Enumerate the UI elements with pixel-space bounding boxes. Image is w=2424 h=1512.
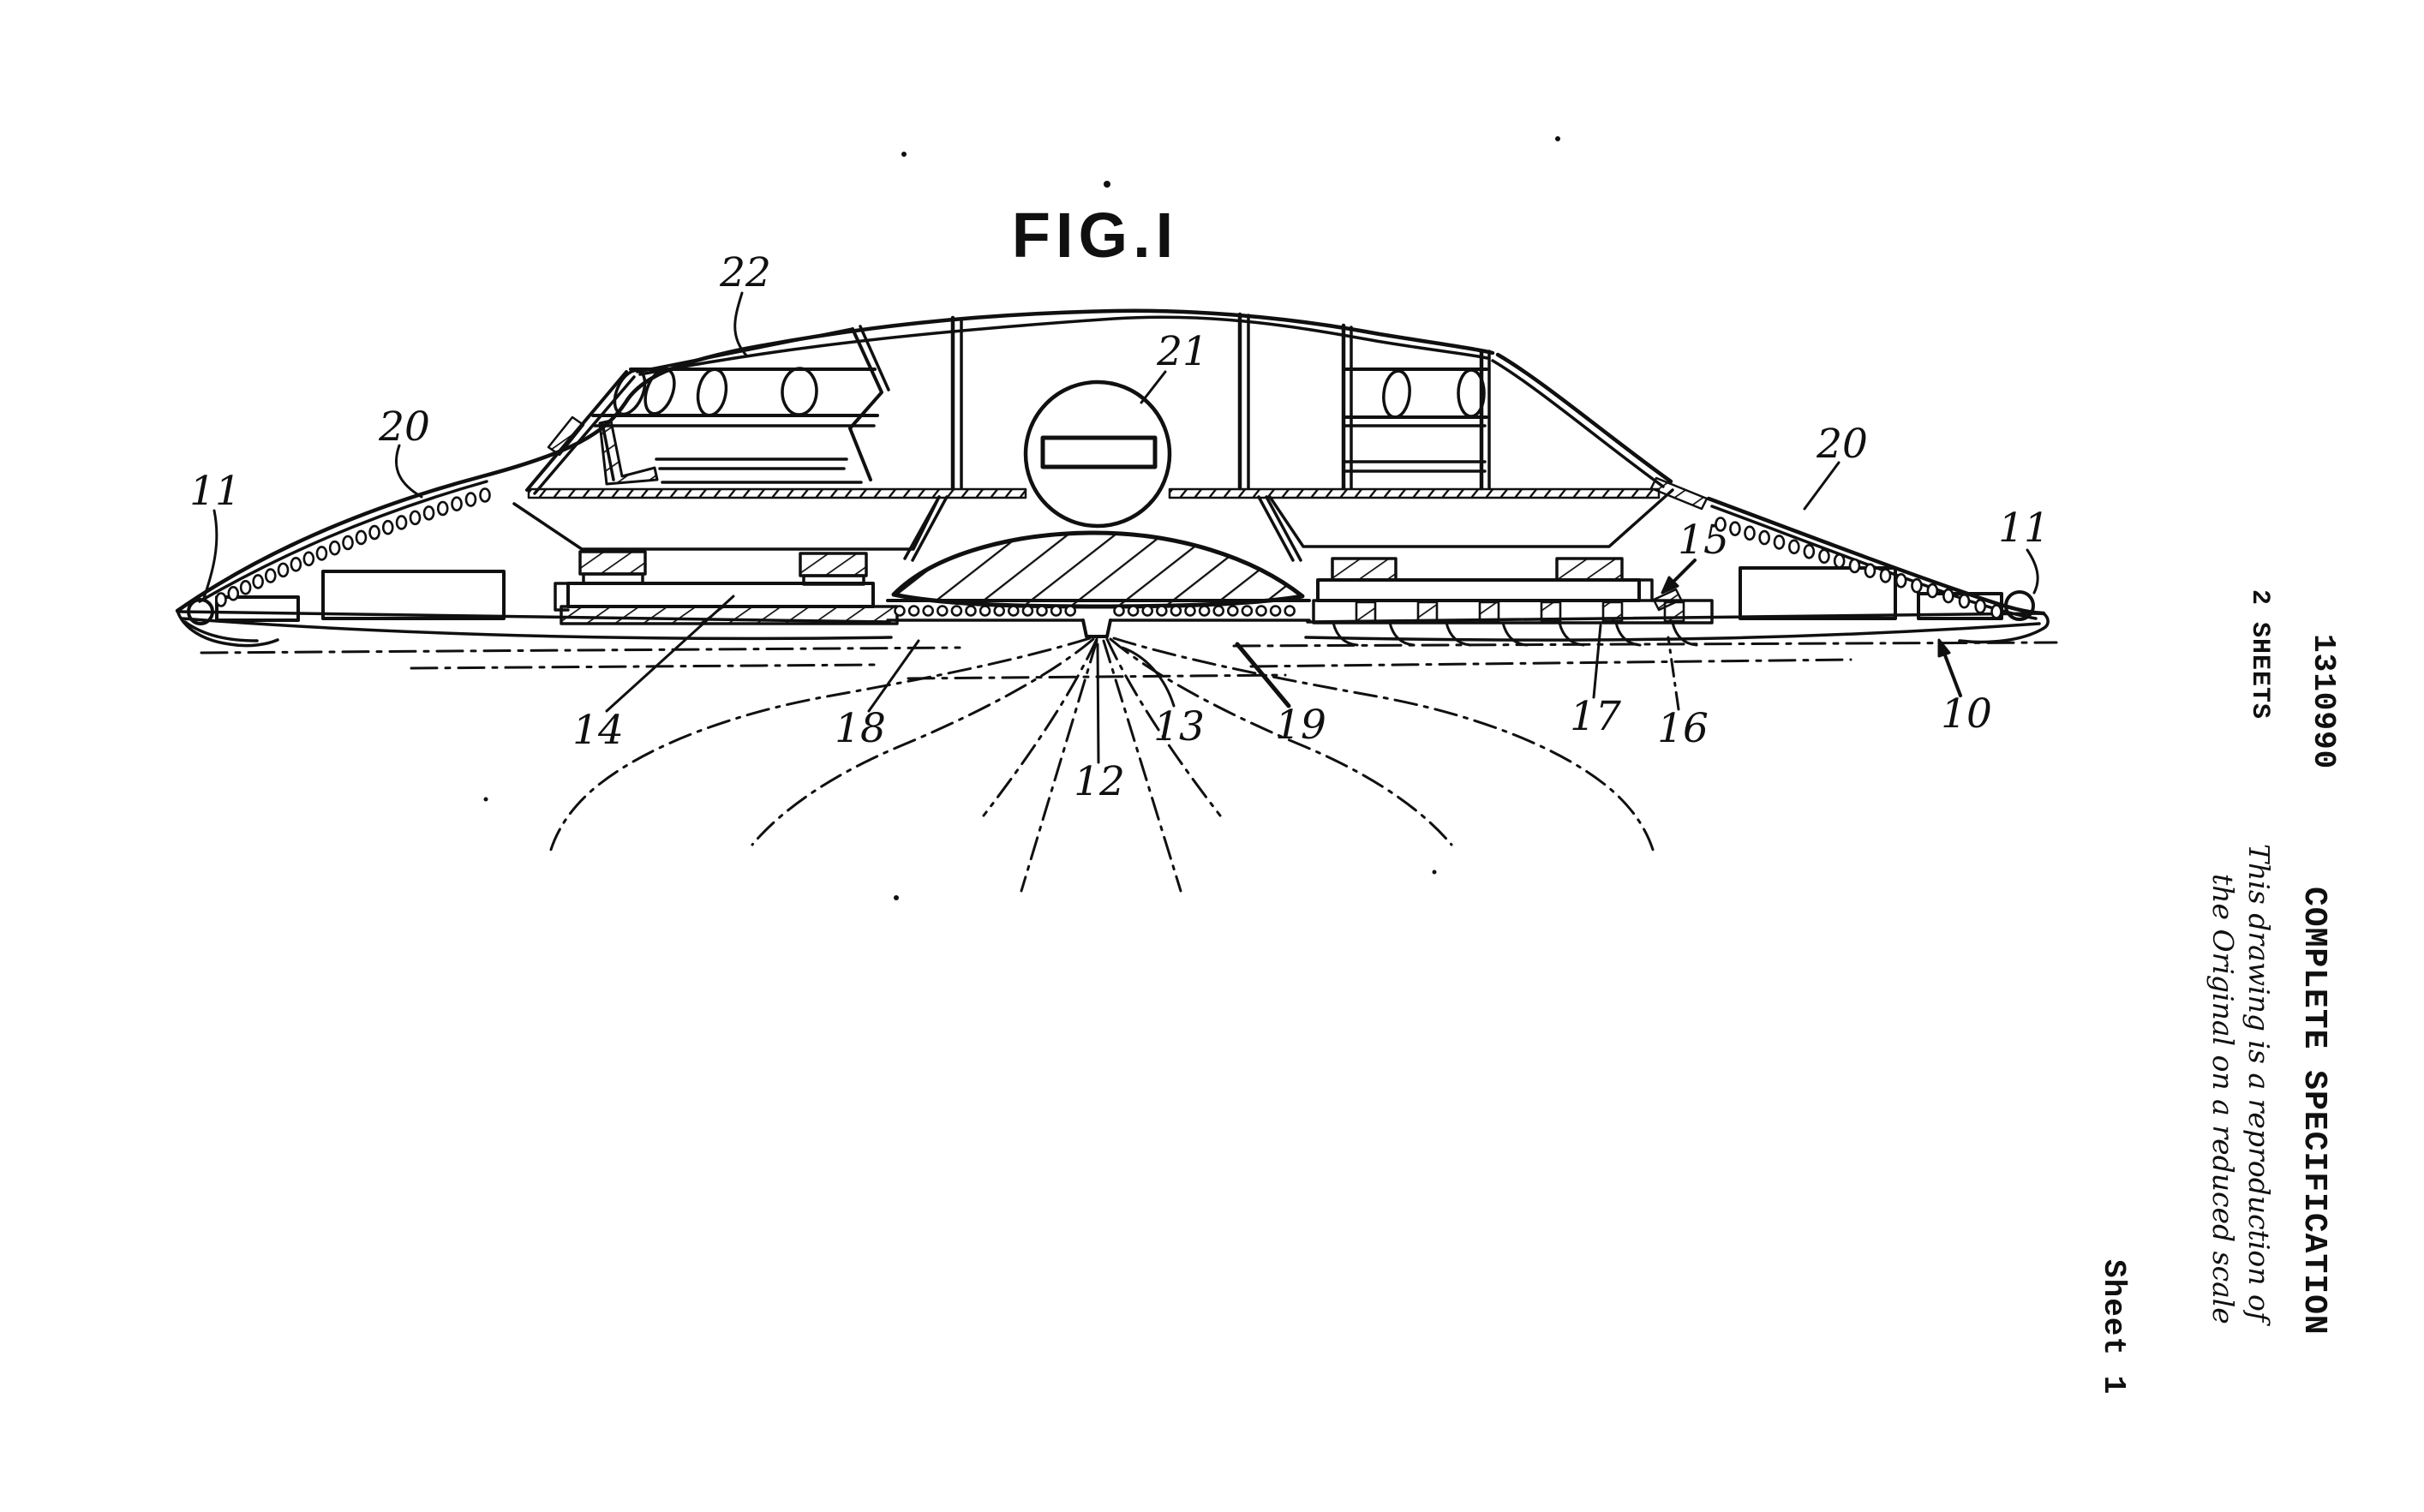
wing-boxes <box>215 566 2003 622</box>
pilot-seat <box>598 419 659 486</box>
engine-room <box>1341 323 1491 491</box>
reproduction-note-line2: the Original on a reduced scale <box>2206 874 2240 1324</box>
cabin-windows <box>613 367 818 417</box>
part-label-20-right: 20 <box>1816 421 1868 468</box>
part-label-18: 18 <box>835 705 886 752</box>
part-label-13: 13 <box>1153 703 1205 750</box>
part-label-21: 21 <box>1156 328 1208 375</box>
leader-10 <box>1941 647 1962 697</box>
leader-11-left <box>201 509 218 602</box>
part-label-17: 17 <box>1570 693 1621 740</box>
leader-16 <box>1667 636 1680 711</box>
deck-line <box>527 487 1661 499</box>
center-nozzle <box>1081 619 1112 638</box>
leader-14 <box>605 595 735 713</box>
leader-20-right <box>1803 461 1840 511</box>
leader-11-right <box>2026 548 2039 595</box>
leader-20-left <box>394 444 423 499</box>
right-equipment <box>1312 557 1714 647</box>
part-label-19: 19 <box>1275 702 1326 749</box>
arrowhead-15 <box>1661 576 1679 595</box>
part-label-11-left: 11 <box>189 468 241 515</box>
part-label-10: 10 <box>1941 690 1992 738</box>
left-equipment <box>554 550 899 625</box>
center-tower <box>950 312 1250 529</box>
air-cushion-lens <box>886 530 1311 638</box>
underside-lines <box>177 610 2044 642</box>
leader-19 <box>1235 642 1291 708</box>
leader-21 <box>1140 370 1167 404</box>
ground-lines <box>200 641 2058 680</box>
part-label-11-right: 11 <box>1998 505 2050 552</box>
leader-15 <box>1670 559 1697 585</box>
part-label-20-left: 20 <box>378 403 430 451</box>
leader-18 <box>867 639 920 713</box>
underdeck-bays <box>512 488 1674 562</box>
reproduction-note-line1: This drawing is a reproduction of <box>2242 844 2276 1323</box>
center-window-slot <box>1040 435 1158 469</box>
figure-title: FIG.I <box>1012 200 1178 271</box>
scan-specks <box>483 136 1560 900</box>
saucer-hull-outline <box>175 308 2050 648</box>
left-cabin <box>591 325 890 486</box>
part-label-14: 14 <box>572 707 624 754</box>
spec-title: COMPLETE SPECIFICATION <box>2295 887 2332 1336</box>
sheet-number: Sheet 1 <box>2096 1259 2131 1395</box>
leader-13 <box>1121 646 1176 708</box>
leader-17 <box>1592 624 1602 699</box>
part-label-16: 16 <box>1657 705 1709 752</box>
leader-22 <box>733 291 749 358</box>
arrowhead-10 <box>1937 638 1951 658</box>
engine-room-windows <box>1382 368 1486 419</box>
boundary-layer-slots <box>215 487 2002 619</box>
leader-lines <box>201 291 2039 764</box>
part-label-12: 12 <box>1074 758 1125 805</box>
part-label-22: 22 <box>719 249 771 296</box>
sheets-count: 2 SHEETS <box>2245 589 2274 720</box>
center-window <box>1023 379 1172 529</box>
patent-number: 1310990 <box>2306 634 2341 770</box>
